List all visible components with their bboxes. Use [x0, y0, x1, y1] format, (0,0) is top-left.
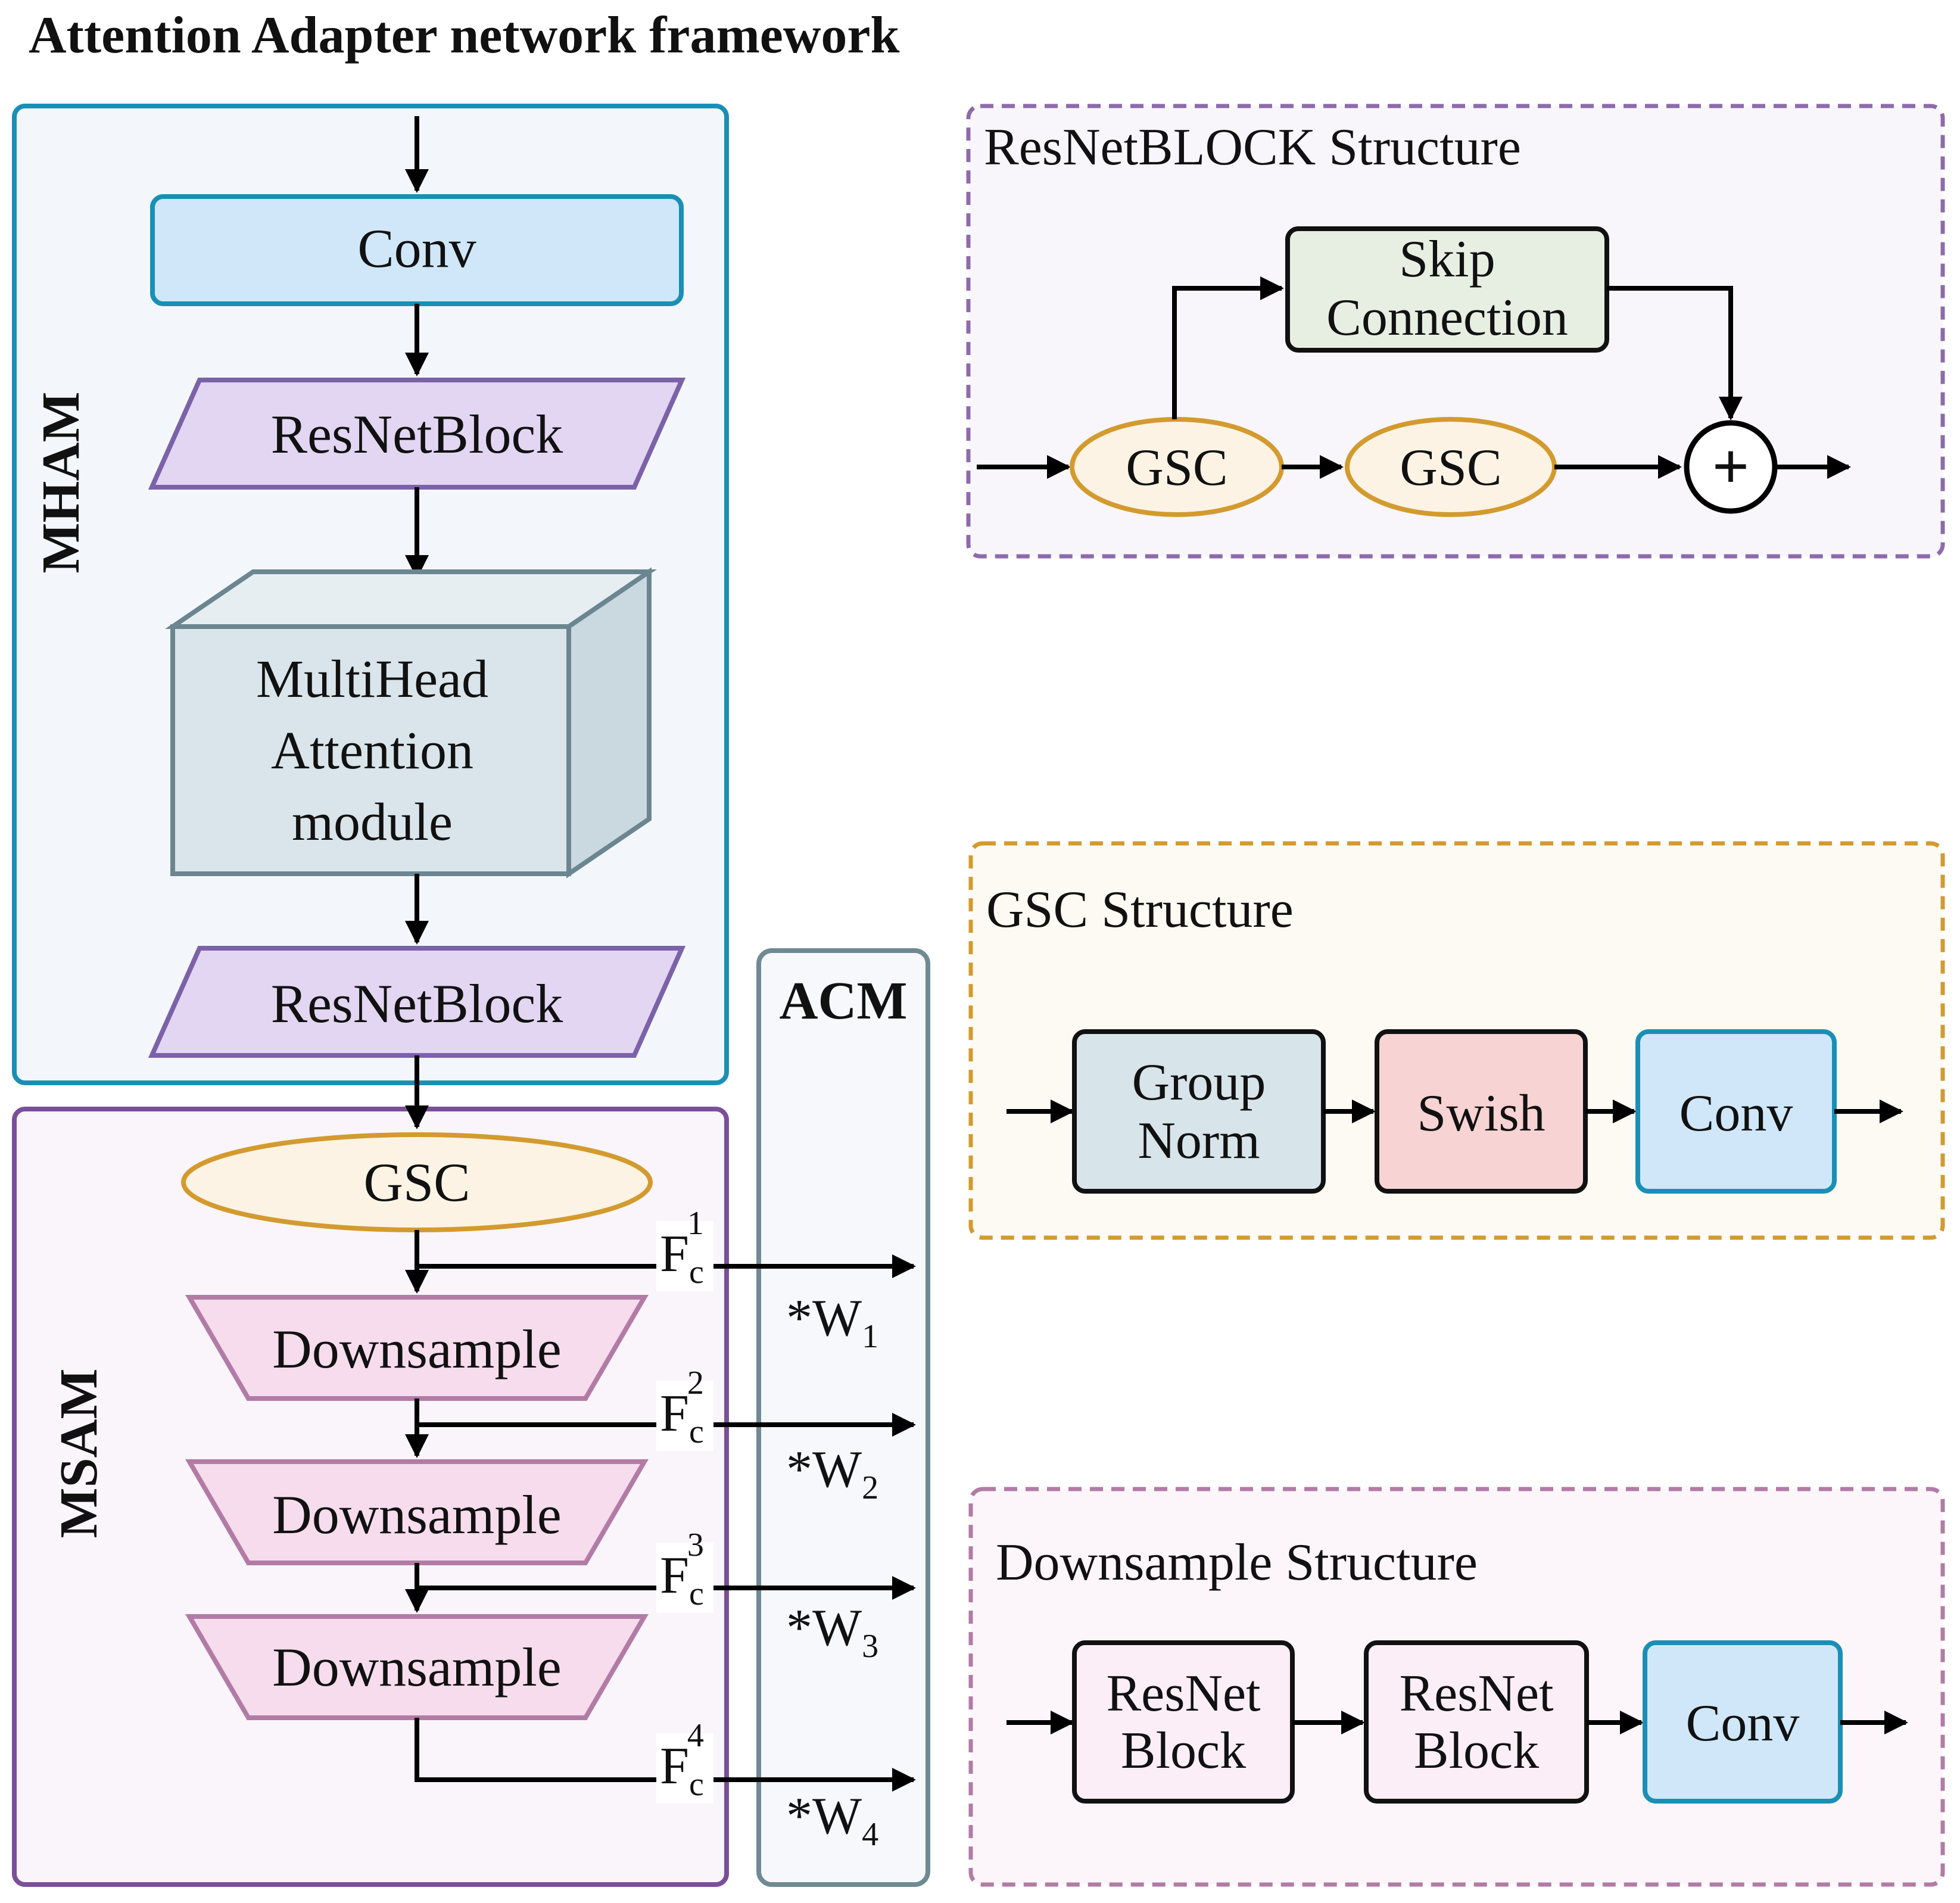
downsample-2	[185, 1459, 649, 1565]
attention-label-line-1: MultiHead	[256, 650, 488, 709]
weight-label-4: *W4	[786, 1787, 878, 1853]
gsc-structure-title: GSC Structure	[986, 881, 1294, 939]
svg-text:Fc2: Fc2	[660, 1365, 704, 1450]
resnet-gsc-1-label: GSC	[1126, 439, 1227, 497]
svg-text:Fc1: Fc1	[660, 1205, 704, 1291]
mham-resnet-block-1	[148, 378, 686, 490]
downsample-1	[185, 1295, 649, 1401]
skip-path-down	[1607, 286, 1743, 421]
weight-label-3: *W3	[786, 1599, 878, 1665]
mham-conv-label: Conv	[357, 218, 476, 279]
downsample-3	[185, 1614, 649, 1720]
skip-connection-label-1: Skip	[1399, 231, 1495, 288]
feature-label-3: Fc3	[656, 1527, 713, 1613]
msam-label: MSAM	[49, 1369, 108, 1538]
svg-text:Fc4: Fc4	[660, 1717, 704, 1803]
feature-label-1: Fc1	[656, 1205, 713, 1291]
svg-text:Fc3: Fc3	[660, 1527, 704, 1612]
downsample-resnet-2-label-2: Block	[1414, 1722, 1539, 1780]
skip-connection-label-2: Connection	[1326, 289, 1568, 347]
attention-label-line-3: module	[292, 793, 453, 852]
mham-resnet-block-2	[148, 946, 686, 1058]
feature-label-4: Fc4	[656, 1717, 713, 1804]
attention-label-line-2: Attention	[271, 721, 473, 780]
skip-path-up	[1172, 276, 1284, 419]
msam-gsc-label: GSC	[364, 1152, 470, 1213]
downsample-3-label: Downsample	[272, 1637, 561, 1698]
group-norm-label-2: Norm	[1138, 1112, 1260, 1170]
weight-label-2: *W2	[786, 1441, 878, 1506]
downsample-resnet-1-label-1: ResNet	[1106, 1665, 1260, 1723]
resnet-gsc-2-label: GSC	[1400, 439, 1501, 497]
acm-label: ACM	[780, 971, 908, 1030]
feature-branch-4	[415, 1718, 916, 1792]
mham-resnet-block-1-label: ResNetBlock	[271, 404, 563, 465]
feature-label-2: Fc2	[656, 1365, 713, 1451]
downsample-2-label: Downsample	[272, 1484, 561, 1545]
resnet-structure-title: ResNetBLOCK Structure	[984, 119, 1521, 176]
downsample-resnet-2-label-1: ResNet	[1399, 1665, 1553, 1723]
gsc-conv-label: Conv	[1679, 1085, 1793, 1142]
downsample-conv-label: Conv	[1686, 1695, 1800, 1752]
mham-resnet-block-2-label: ResNetBlock	[271, 973, 563, 1034]
acm-container	[756, 948, 930, 1887]
swish-label: Swish	[1417, 1085, 1545, 1142]
mham-label: MHAM	[32, 392, 91, 574]
figure-title: Attention Adapter network framework	[29, 7, 899, 64]
add-symbol: +	[1712, 430, 1750, 503]
downsample-structure-title: Downsample Structure	[996, 1534, 1478, 1591]
downsample-resnet-1-label-2: Block	[1121, 1722, 1246, 1780]
group-norm-label-1: Group	[1132, 1054, 1266, 1111]
downsample-1-label: Downsample	[272, 1319, 561, 1379]
attention-module	[165, 567, 657, 879]
weight-label-1: *W1	[786, 1290, 878, 1355]
